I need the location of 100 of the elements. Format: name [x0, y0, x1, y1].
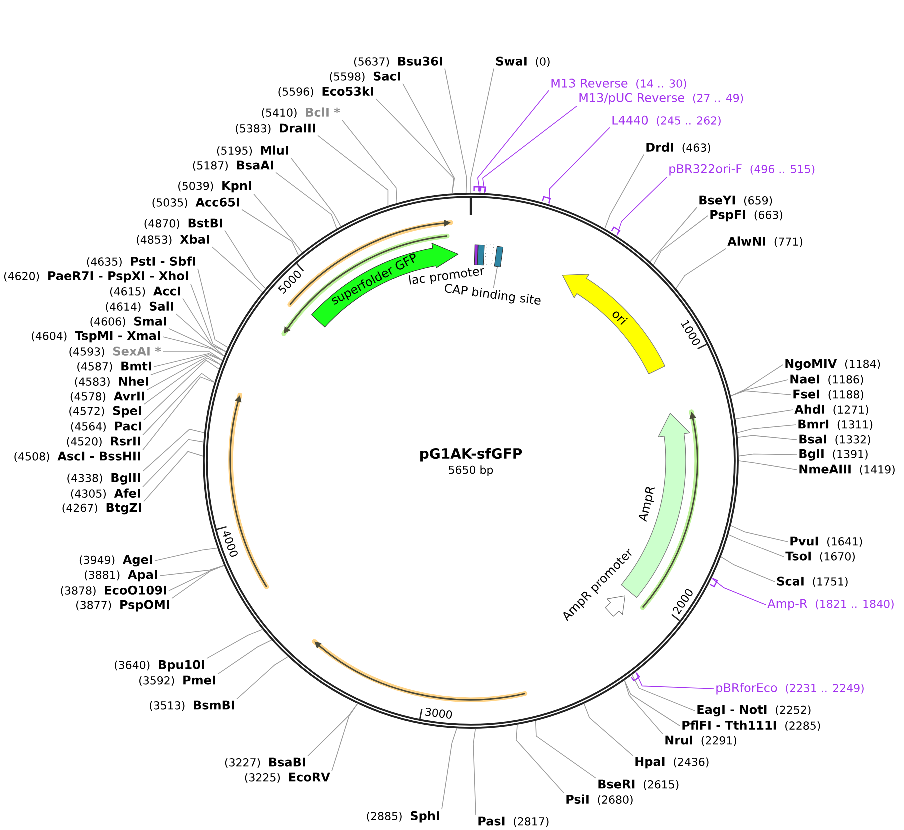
- leader-line: [738, 454, 798, 457]
- leader-line: [142, 376, 216, 451]
- leader-line: [482, 106, 578, 194]
- enzyme-site-label: PvuI (1641): [790, 536, 862, 548]
- enzyme-site-label: (5596) Eco53kI: [278, 86, 374, 98]
- primer-label: M13 Reverse (14 .. 30): [552, 78, 686, 90]
- enzyme-site-label: SwaI (0): [496, 56, 550, 68]
- leader-line: [735, 410, 794, 420]
- primer-label: M13/pUC Reverse (27 .. 49): [580, 93, 744, 105]
- leader-line: [212, 246, 264, 293]
- enzyme-site-label: (5035) Acc65I: [152, 198, 240, 208]
- enzyme-site-label: (5383) DraIII: [236, 124, 316, 134]
- enzyme-site-label: (4508) AscI - BssHII: [14, 452, 140, 462]
- leader-line: [632, 674, 696, 712]
- enzyme-site-label: (4520) RsrII: [67, 436, 140, 448]
- enzyme-site-label: ScaI (1751): [777, 576, 848, 588]
- enzyme-site-label: (5039) KpnI: [178, 181, 252, 193]
- enzyme-site-label: (3640) Bpu10I: [115, 660, 204, 672]
- enzyme-site-label: (3949) AgeI: [80, 555, 152, 567]
- leader-line: [190, 284, 227, 352]
- leader-line: [730, 525, 788, 542]
- leader-line: [276, 172, 338, 230]
- leader-line: [535, 720, 596, 779]
- enzyme-site-label: (3227) BsaBI: [225, 758, 306, 768]
- enzyme-site-label: (4853) XbaI: [137, 234, 210, 246]
- enzyme-site-label: (5187) BsaAI: [193, 160, 274, 172]
- leader-line: [636, 672, 714, 690]
- enzyme-site-label: (3881) ApaI: [85, 570, 158, 582]
- leader-line: [144, 358, 222, 406]
- leader-line: [442, 728, 458, 810]
- feature-box: [477, 244, 485, 266]
- enzyme-site-label: (3513) BsmBI: [150, 700, 234, 712]
- enzyme-site-label: (5410) BclI *: [262, 108, 340, 118]
- enzyme-site-label: NgoMIV (1184): [786, 359, 880, 371]
- enzyme-site-label: (5598) SacI: [330, 72, 400, 82]
- leader-line: [162, 352, 223, 362]
- leader-line: [144, 451, 204, 502]
- leader-line: [720, 556, 776, 582]
- leader-line: [146, 356, 222, 391]
- leader-line: [653, 216, 708, 266]
- leader-line: [548, 127, 610, 206]
- leader-line: [254, 194, 303, 254]
- tick-label: 3000: [425, 708, 452, 719]
- leader-line: [218, 640, 272, 675]
- leader-line: [168, 328, 225, 357]
- enzyme-site-label: PsiI (2680): [566, 794, 633, 806]
- enzyme-site-label: FseI (1188): [794, 390, 864, 400]
- enzyme-site-label: NruI (2291): [666, 736, 737, 746]
- enzyme-site-label: HpaI (2436): [636, 757, 709, 769]
- leader-line: [242, 209, 300, 256]
- primer-label: Amp-R (1821 .. 1840): [768, 599, 894, 611]
- leader-line: [730, 380, 788, 397]
- leader-line: [236, 656, 289, 700]
- tick-label: 4000: [223, 532, 238, 557]
- enzyme-site-label: NaeI (1186): [790, 374, 864, 386]
- leader-line: [444, 68, 468, 194]
- leader-line: [332, 703, 358, 772]
- leader-line: [206, 629, 264, 660]
- plasmid-name: pG1AK-sfGFP: [420, 448, 522, 462]
- enzyme-site-label: DrdI (463): [646, 142, 710, 154]
- leader-line: [318, 135, 389, 207]
- enzyme-site-label: (2885) SphI: [367, 811, 440, 823]
- leader-line: [737, 424, 796, 434]
- enzyme-site-label: BsaI (1332): [800, 434, 870, 446]
- leader-line: [176, 313, 225, 357]
- leader-line: [224, 230, 266, 290]
- leader-line: [402, 83, 456, 194]
- enzyme-site-label: (4604) TspMI - XmaI: [32, 331, 160, 343]
- enzyme-site-label: (4615) AccI: [110, 286, 180, 298]
- leader-line: [624, 680, 664, 735]
- feature-box: [474, 244, 478, 266]
- leader-line: [198, 268, 229, 348]
- enzyme-site-label: (3225) EcoRV: [245, 772, 330, 784]
- enzyme-site-label: (4587) BmtI: [78, 362, 152, 372]
- enzyme-site-label: (4635) PstI - SbfI: [87, 256, 196, 268]
- leader-line: [478, 90, 550, 194]
- enzyme-site-label: (5637) Bsu36I: [354, 56, 442, 68]
- leader-line: [154, 548, 218, 562]
- leader-line: [616, 177, 668, 237]
- feature-block: ori: [562, 274, 666, 375]
- enzyme-site-label: (3877) PspOMI: [76, 600, 170, 612]
- enzyme-site-label: AhdI (1271): [794, 404, 868, 416]
- leader-line: [584, 703, 634, 756]
- leader-line: [376, 98, 454, 194]
- enzyme-site-label: (4614) SalI: [106, 302, 174, 312]
- enzyme-site-label: BseYI (659): [700, 196, 772, 206]
- enzyme-site-label: AlwNI (771): [728, 236, 803, 248]
- enzyme-site-label: (4870) BstBI: [144, 218, 222, 230]
- feature-box: [484, 244, 494, 266]
- enzyme-site-label: BseRI (2615): [598, 780, 679, 790]
- enzyme-site-label: TsoI (1670): [786, 552, 855, 562]
- enzyme-site-label: PasI (2817): [478, 816, 549, 828]
- enzyme-site-label: BglI (1391): [800, 449, 868, 461]
- enzyme-site-label: PflFI - Tth111I (2285): [682, 720, 820, 732]
- leader-line: [290, 157, 342, 228]
- leader-line: [516, 724, 564, 794]
- leader-line: [342, 119, 398, 204]
- enzyme-site-label: (4583) NheI: [75, 376, 148, 388]
- enzyme-site-label: (4578) AvrII: [70, 392, 144, 402]
- enzyme-site-label: (4564) PacI: [71, 422, 142, 432]
